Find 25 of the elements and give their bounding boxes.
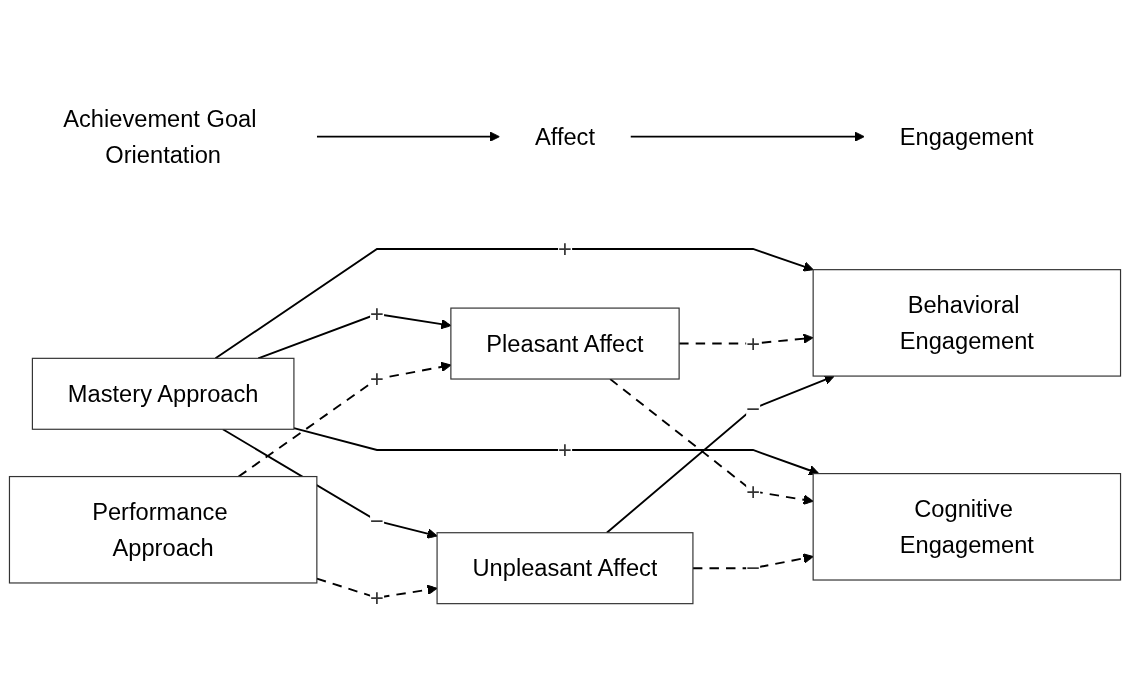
node-text: Affect bbox=[534, 123, 596, 150]
node-text: Achievement Goal Orientation bbox=[63, 105, 257, 167]
edge-label: + bbox=[558, 235, 572, 262]
edge-label: + bbox=[370, 365, 384, 392]
edge-label: + bbox=[370, 300, 384, 327]
node-box: Mastery Approach bbox=[31, 357, 295, 430]
edge-label: − bbox=[370, 507, 384, 534]
node-box: Performance Approach bbox=[8, 475, 318, 584]
arrow bbox=[315, 577, 438, 599]
arrow bbox=[315, 131, 500, 142]
edge-label: + bbox=[558, 436, 572, 463]
edge-label: + bbox=[370, 584, 384, 611]
edge-label: + bbox=[746, 477, 760, 504]
node-box: Unpleasant Affect bbox=[436, 531, 694, 604]
edge-label: + bbox=[746, 330, 760, 357]
edge-label: − bbox=[746, 395, 760, 422]
node-text: Engagement bbox=[899, 123, 1034, 150]
edge-label: − bbox=[746, 554, 760, 581]
arrow bbox=[692, 552, 814, 569]
arrow bbox=[292, 426, 820, 475]
node-box: Cognitive Engagement bbox=[812, 472, 1122, 581]
node-box: Behavioral Engagement bbox=[812, 268, 1122, 377]
node-box: Pleasant Affect bbox=[450, 307, 680, 380]
arrow bbox=[629, 131, 865, 142]
arrow bbox=[605, 374, 835, 534]
